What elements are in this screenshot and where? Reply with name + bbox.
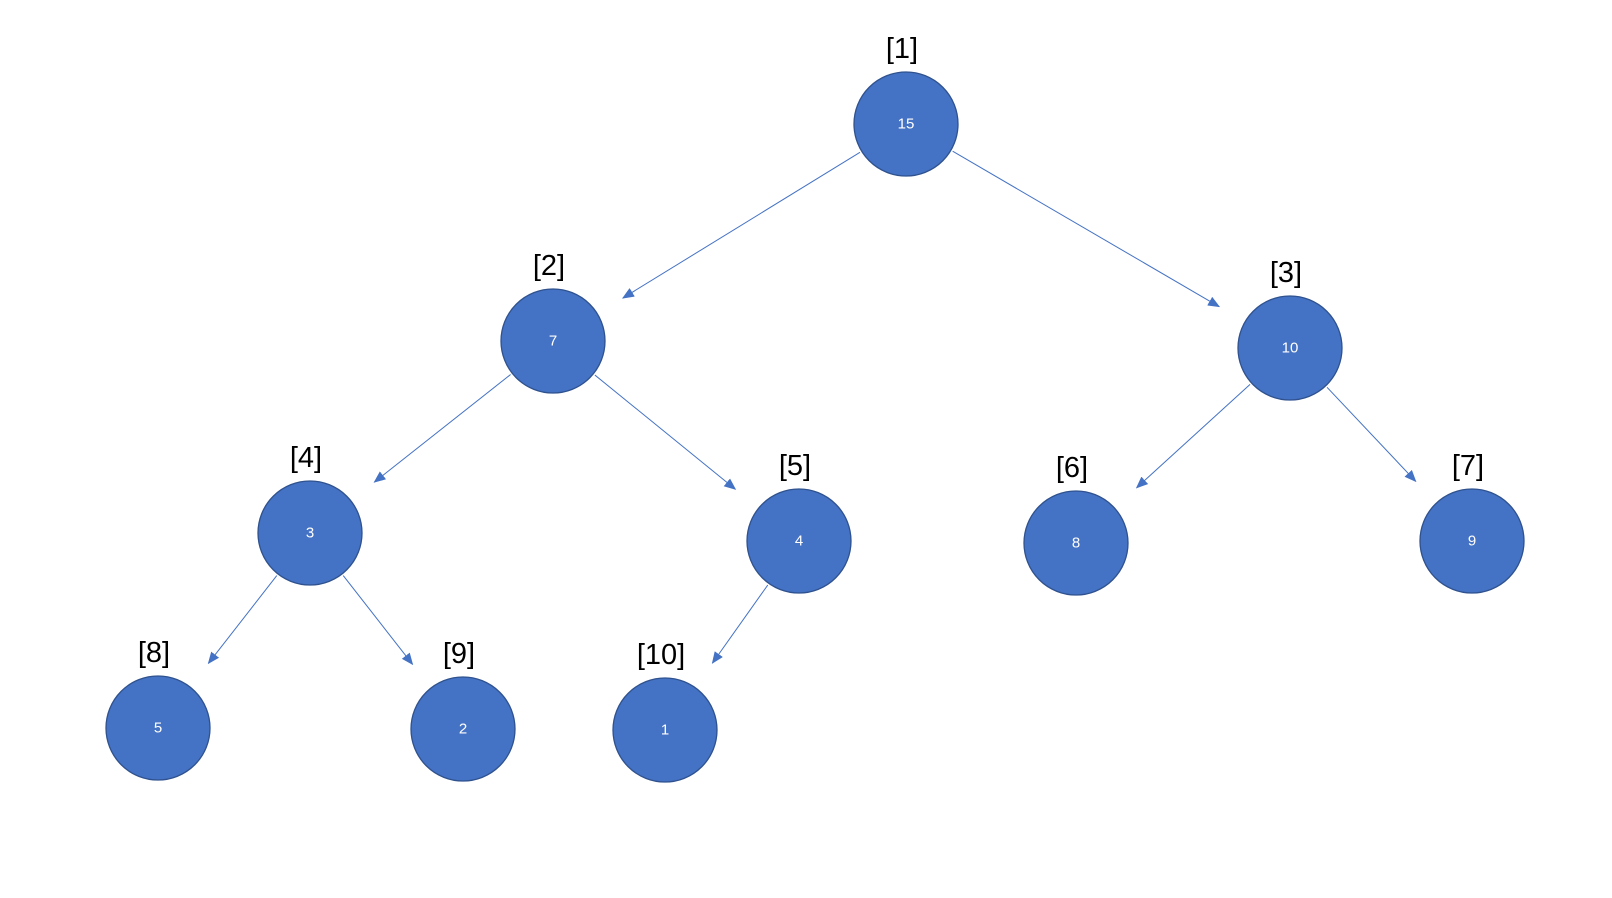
edges [207, 150, 1417, 666]
node-circle [257, 480, 363, 586]
tree-node-7: 9 [7] [1419, 450, 1525, 594]
tree-node-9: 2 [9] [410, 638, 516, 782]
tree-node-10: 1 [10] [612, 639, 718, 783]
node-index-label: [7] [1452, 450, 1484, 482]
tree-node-1: 15 [1] [853, 33, 959, 177]
node-value: 7 [549, 333, 557, 350]
node-value: 9 [1468, 533, 1476, 550]
node-circle [746, 488, 852, 594]
edge-1-to-2 [622, 151, 861, 299]
edge-4-to-9 [342, 575, 414, 666]
edge-3-to-6 [1135, 384, 1251, 489]
node-index-label: [10] [637, 639, 685, 671]
node-value: 3 [306, 525, 314, 542]
node-index-label: [3] [1270, 257, 1302, 289]
node-index-label: [1] [886, 33, 918, 65]
tree-node-4: 3 [4] [257, 442, 363, 586]
node-index-label: [4] [290, 442, 322, 474]
node-circle [1237, 295, 1343, 401]
tree-node-6: 8 [6] [1023, 452, 1129, 596]
node-circle [500, 288, 606, 394]
node-value: 5 [154, 720, 162, 737]
node-index-label: [9] [443, 638, 475, 670]
edge-4-to-8 [207, 575, 278, 665]
node-value: 8 [1072, 535, 1080, 552]
tree-node-5: 4 [5] [746, 450, 852, 594]
node-circle [612, 677, 718, 783]
tree-node-2: 7 [2] [500, 250, 606, 394]
node-value: 10 [1282, 340, 1299, 357]
edge-5-to-10 [711, 584, 769, 664]
node-index-label: [6] [1056, 452, 1088, 484]
node-value: 2 [459, 721, 467, 738]
node-circle [1023, 490, 1129, 596]
node-circle [1419, 488, 1525, 594]
node-index-label: [5] [779, 450, 811, 482]
node-index-label: [2] [533, 250, 565, 282]
node-circle [410, 676, 516, 782]
node-circle [105, 675, 211, 781]
edge-1-to-3 [952, 150, 1221, 308]
node-index-label: [8] [138, 637, 170, 669]
tree-node-3: 10 [3] [1237, 257, 1343, 401]
tree-node-8: 5 [8] [105, 637, 211, 781]
node-circle [853, 71, 959, 177]
node-value: 4 [795, 533, 803, 550]
node-value: 15 [898, 116, 915, 133]
edge-2-to-4 [373, 374, 511, 483]
edge-3-to-7 [1326, 386, 1417, 483]
node-value: 1 [661, 722, 669, 739]
nodes: 15 [1] 7 [2] 10 [3] 3 [4] 4 [5] 8 [6] 9 [7] 5 [8] 2 [9] 1 [… [105, 33, 1525, 783]
edge-2-to-5 [594, 374, 737, 490]
